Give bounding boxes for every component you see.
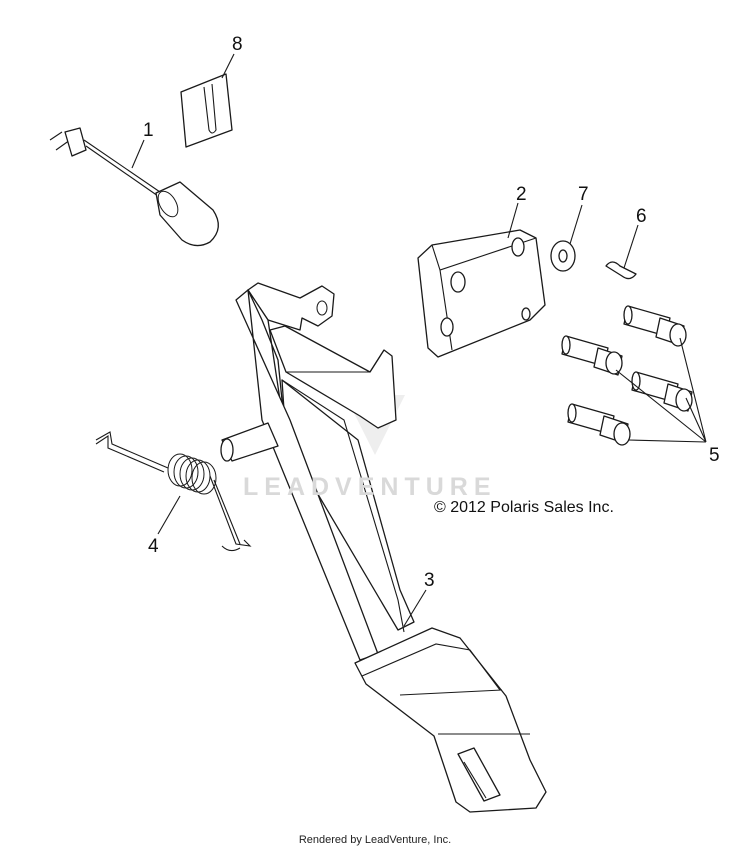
bolt-a bbox=[624, 306, 686, 346]
callout-7: 7 bbox=[578, 184, 589, 205]
footer-credit: Rendered by LeadVenture, Inc. bbox=[298, 834, 452, 846]
watermark-text: LEADVENTURE bbox=[243, 473, 497, 501]
callout-6: 6 bbox=[636, 206, 647, 227]
callout-4: 4 bbox=[148, 536, 159, 557]
callout-3: 3 bbox=[424, 570, 435, 591]
bolt-d bbox=[568, 404, 630, 445]
part-1-sensor bbox=[50, 128, 218, 246]
leader-lines bbox=[132, 54, 638, 626]
part-3-pedal bbox=[221, 283, 546, 812]
bolt-c bbox=[632, 372, 692, 411]
callout-8: 8 bbox=[232, 34, 243, 55]
callout-5: 5 bbox=[709, 445, 720, 466]
part-4-spring bbox=[96, 432, 250, 551]
part-8-shim-plate bbox=[181, 74, 232, 147]
copyright-notice: © 2012 Polaris Sales Inc. bbox=[434, 499, 614, 516]
callout-1: 1 bbox=[143, 120, 154, 141]
bolt-b bbox=[562, 336, 622, 375]
part-7-washer bbox=[551, 241, 575, 271]
part-5-bolts bbox=[562, 306, 706, 445]
part-6-clip bbox=[606, 262, 636, 279]
callout-2: 2 bbox=[516, 184, 527, 205]
part-2-mount-block bbox=[418, 230, 545, 357]
